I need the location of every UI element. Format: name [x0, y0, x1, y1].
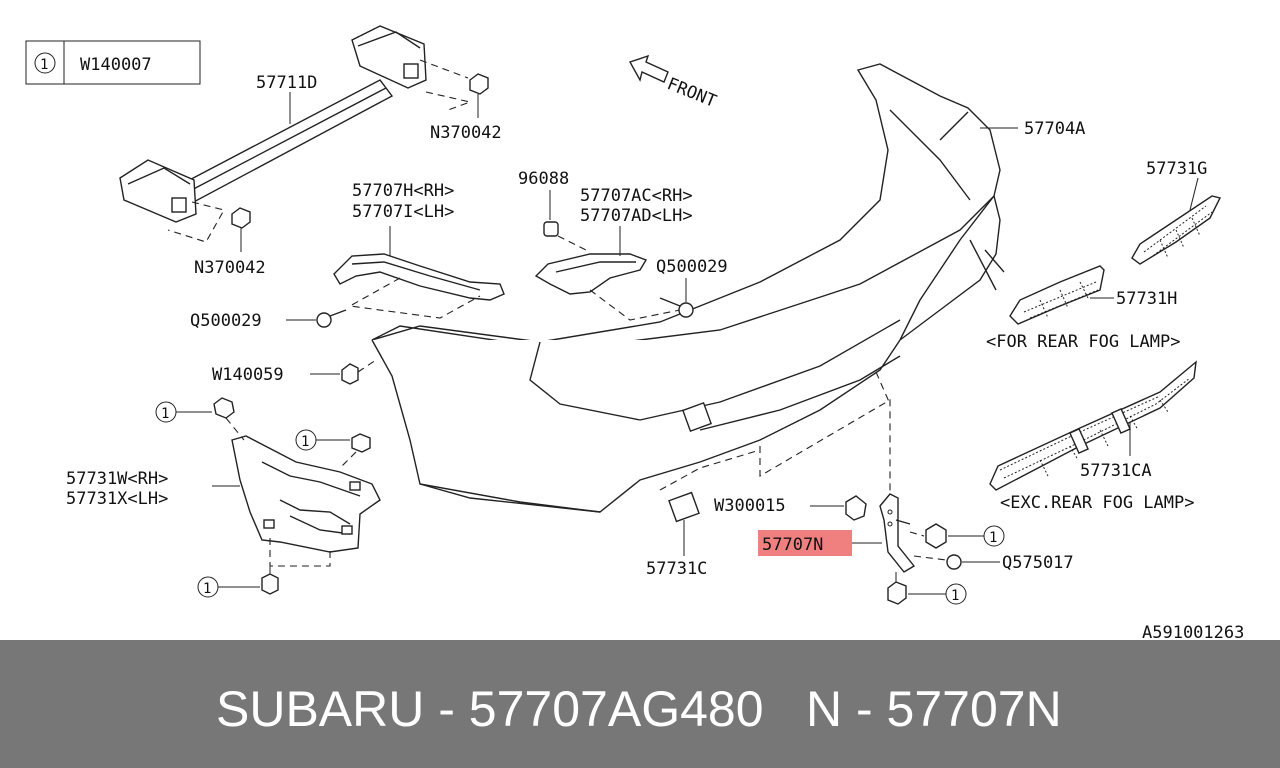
grille-ca	[989, 360, 1197, 491]
circle-d-number: 1	[989, 530, 997, 546]
circle-a-number: 1	[161, 406, 169, 422]
fastener-guard-mid: 1	[295, 429, 371, 469]
label-nut-right: N370042	[430, 123, 502, 143]
label-clip-96088: 96088	[518, 169, 569, 189]
label-clip-w140059: W140059	[212, 365, 284, 385]
label-grille-ca: 57731CA	[1080, 461, 1152, 481]
fastener-bracket-bottom: 1	[887, 572, 967, 605]
label-guard-x: 57731X<LH>	[66, 489, 168, 509]
reinforcement-beam	[119, 25, 472, 243]
grille-h	[1009, 265, 1114, 325]
label-guard-w: 57731W<RH>	[66, 469, 168, 489]
label-beam: 57711D	[256, 73, 317, 93]
note-exc-rear-fog-lamp: <EXC.REAR FOG LAMP>	[1000, 493, 1194, 513]
nut-right	[469, 73, 489, 118]
front-arrow: FRONT	[628, 54, 719, 112]
label-screw-q2: Q500029	[656, 257, 728, 277]
fastener-guard-bottom: 1	[197, 566, 279, 598]
bracket-ac-ad	[534, 226, 681, 321]
legend-code: W140007	[80, 55, 152, 75]
legend-box: 1 W140007	[25, 40, 201, 85]
clip-w140059	[310, 359, 377, 385]
reference-code: A591001263	[1142, 623, 1244, 640]
screw-right	[659, 278, 694, 318]
grille-g	[1131, 177, 1222, 265]
bracket-57707n	[850, 493, 916, 573]
footer-part-number: SUBARU - 57707AG480	[216, 681, 764, 737]
label-front: FRONT	[664, 74, 719, 112]
circle-c-number: 1	[203, 581, 211, 597]
label-grille-g: 57731G	[1146, 159, 1207, 179]
cover-57731c	[659, 449, 761, 556]
label-bumper: 57704A	[1024, 119, 1085, 139]
label-bracket-n: 57707N	[762, 535, 823, 555]
label-bracket-h: 57707H<RH>	[352, 181, 454, 201]
label-cover-c: 57731C	[646, 559, 707, 579]
highlight-bracket-n	[758, 530, 852, 556]
label-screw-q1: Q500029	[190, 311, 262, 331]
legend-circle-number: 1	[40, 57, 48, 73]
parts-diagram: 1 W140007 57711D N370042 N370042 FRONT	[25, 25, 1244, 640]
label-clip-w300015: W300015	[714, 496, 786, 516]
nut-left	[231, 207, 251, 252]
clip-w300015	[810, 495, 867, 521]
fastener-bracket-top: 1	[909, 523, 1005, 549]
screw-left	[286, 309, 347, 328]
label-bracket-ac: 57707AC<RH>	[580, 186, 693, 206]
clip-96088	[543, 190, 591, 253]
footer-callout: N - 57707N	[806, 681, 1062, 737]
footer-bar: SUBARU - 57707AG480 N - 57707N	[0, 640, 1280, 768]
bumper-cover	[371, 63, 1005, 513]
label-bracket-i: 57707I<LH>	[352, 202, 454, 222]
circle-b-number: 1	[301, 434, 309, 450]
circle-e-number: 1	[951, 588, 959, 604]
label-grille-h: 57731H	[1116, 289, 1177, 309]
screw-q575017	[913, 554, 1000, 570]
note-for-rear-fog-lamp: <FOR REAR FOG LAMP>	[986, 332, 1180, 352]
fastener-guard-top: 1	[155, 397, 245, 441]
label-screw-q575017: Q575017	[1002, 553, 1074, 573]
label-bracket-ad: 57707AD<LH>	[580, 206, 693, 226]
mud-guard	[212, 435, 381, 567]
label-nut-left: N370042	[194, 258, 266, 278]
bracket-h-i	[333, 226, 505, 319]
